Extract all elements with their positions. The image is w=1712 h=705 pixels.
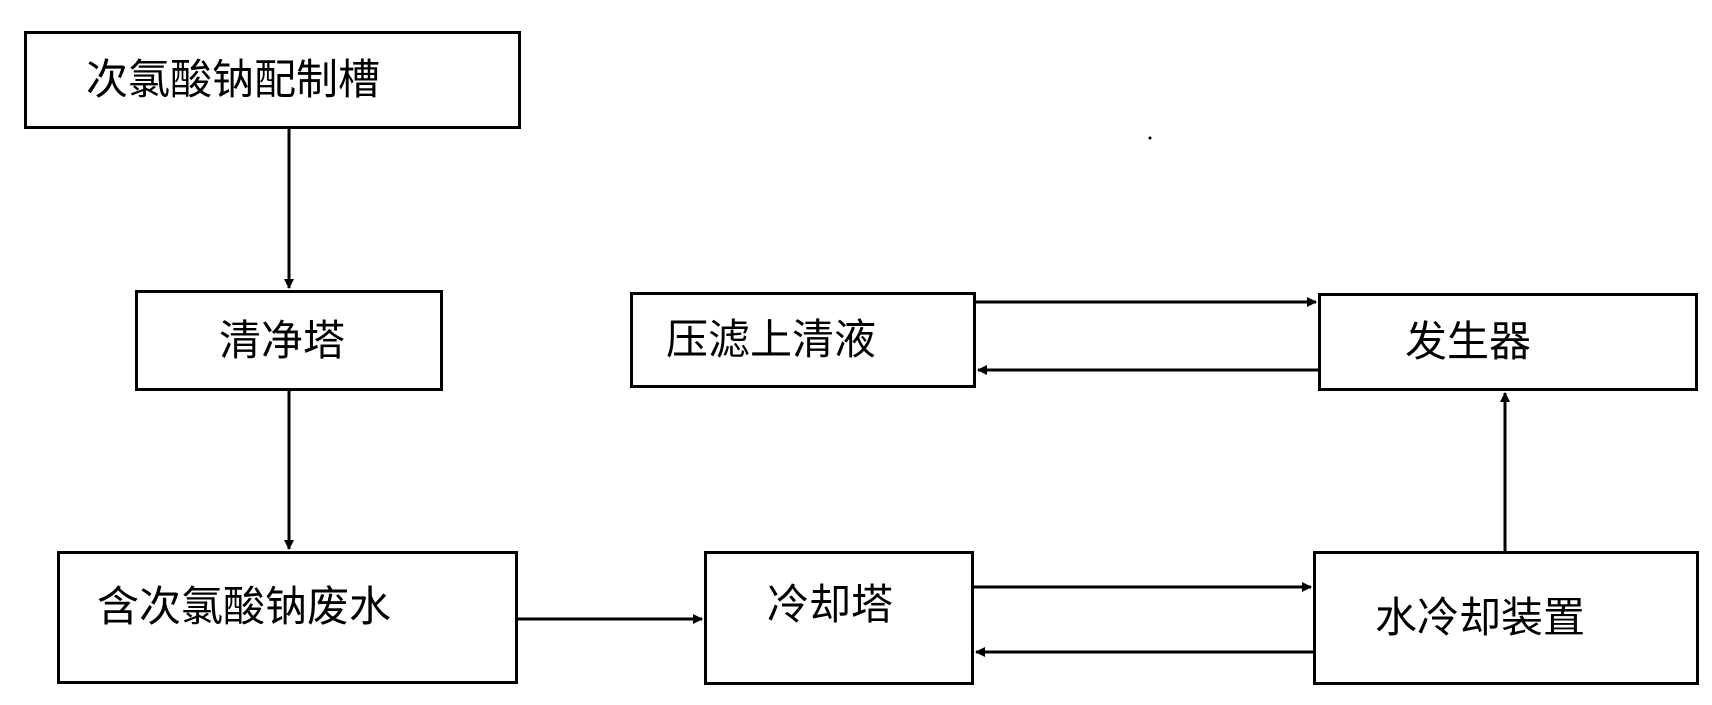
prep-tank-label: 次氯酸钠配制槽 [86, 55, 381, 104]
purification-tower-label: 清净塔 [219, 315, 346, 365]
generator-box: 发生器 [1318, 293, 1698, 391]
purification-tower-box: 清净塔 [135, 290, 443, 391]
water-cooler-label: 水冷却装置 [1375, 593, 1586, 642]
filter-liquid-box: 压滤上清液 [630, 292, 976, 388]
wastewater-label: 含次氯酸钠废水 [97, 582, 392, 631]
filter-liquid-label: 压滤上清液 [666, 315, 877, 364]
generator-label: 发生器 [1405, 317, 1532, 366]
prep-tank-box: 次氯酸钠配制槽 [24, 31, 521, 129]
cooling-tower-label: 冷却塔 [767, 580, 894, 629]
stray-dot [1148, 136, 1152, 140]
wastewater-box: 含次氯酸钠废水 [57, 551, 518, 684]
cooling-tower-box: 冷却塔 [704, 551, 974, 685]
water-cooler-box: 水冷却装置 [1313, 551, 1699, 685]
